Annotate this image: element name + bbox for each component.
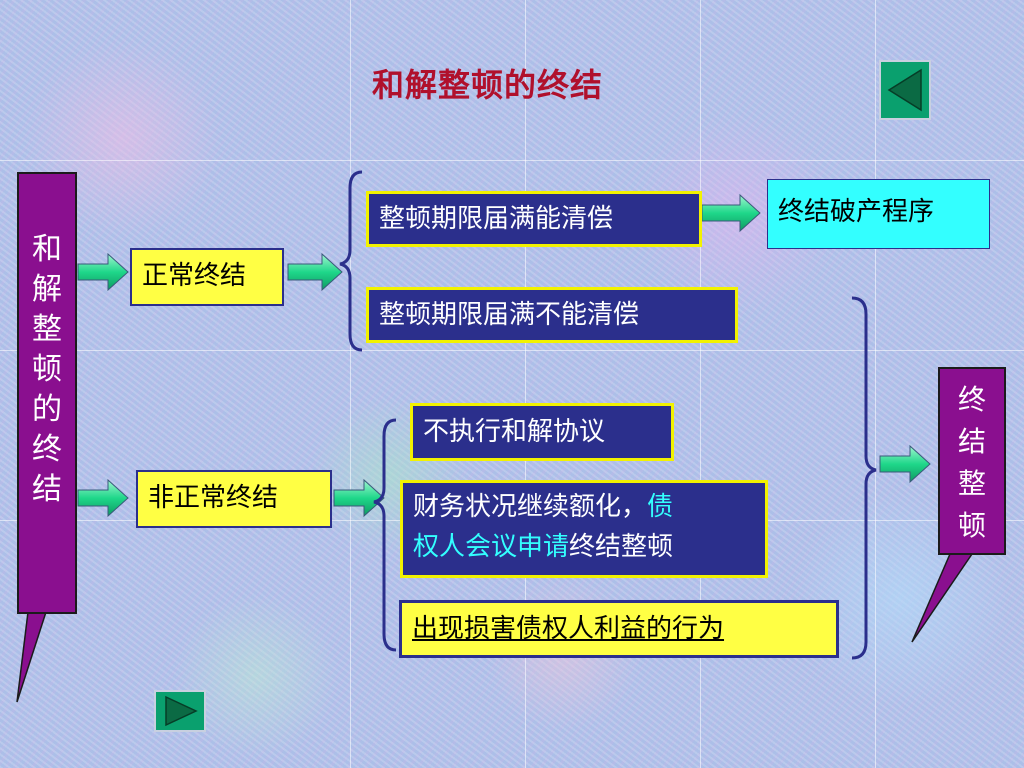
- bg-grid-line: [0, 160, 1024, 161]
- prev-slide-button[interactable]: [879, 60, 931, 120]
- bg-grid-line: [525, 0, 526, 768]
- normal-end-box: 正常终结: [130, 248, 284, 306]
- normal-end-text: 正常终结: [142, 261, 247, 291]
- right-result-text: 终结整顿: [957, 383, 986, 542]
- bg-grid-line: [875, 0, 876, 768]
- case-can-pay-box: 整顿期限届满能清偿: [366, 191, 702, 247]
- case-cannot-pay-box: 整顿期限届满不能清偿: [366, 287, 738, 343]
- case-can-pay-text: 整顿期限届满能清偿: [379, 204, 614, 234]
- arrow-to-end-rectification: [879, 444, 931, 484]
- case-deteriorate-text-4: 终结整顿: [569, 532, 674, 562]
- right-result-label: 终结整顿: [938, 367, 1006, 555]
- bg-grid-line: [700, 0, 701, 768]
- right-callout-tail: [911, 553, 974, 643]
- arrow-to-bankruptcy: [701, 193, 761, 233]
- abnormal-end-text: 非正常终结: [148, 483, 279, 513]
- triangle-right-icon: [165, 695, 198, 727]
- abnormal-end-box: 非正常终结: [136, 470, 332, 528]
- arrow-to-normal-end: [77, 252, 129, 292]
- case-not-execute-text: 不执行和解协议: [423, 417, 606, 447]
- bg-grid-line: [350, 0, 351, 768]
- brace-abnormal-cases: [373, 418, 397, 652]
- end-bankruptcy-text: 终结破产程序: [778, 197, 935, 227]
- case-deteriorate-box: 财务状况继续额化，债权人会议申请终结整顿: [400, 480, 768, 578]
- bg-grid-line: [0, 350, 1024, 351]
- triangle-left-icon: [887, 68, 922, 112]
- case-cannot-pay-text: 整顿期限届满不能清偿: [379, 300, 640, 330]
- case-deteriorate-text-1: 财务状况继续额化，: [413, 492, 648, 522]
- left-topic-text: 和解整顿的终结: [32, 232, 62, 507]
- left-topic-label: 和解整顿的终结: [17, 172, 77, 614]
- brace-normal-cases: [339, 170, 363, 352]
- case-not-execute-box: 不执行和解协议: [410, 403, 674, 461]
- case-deteriorate-text-2: 债: [647, 492, 674, 522]
- arrow-from-abnormal-end: [333, 478, 385, 518]
- next-slide-button[interactable]: [154, 690, 206, 732]
- left-callout-tail: [16, 611, 48, 703]
- end-bankruptcy-box: 终结破产程序: [767, 179, 990, 249]
- case-harm-creditors-text: 出现损害债权人利益的行为: [412, 614, 725, 644]
- case-deteriorate-text-3: 权人会议申请: [413, 532, 570, 562]
- case-harm-creditors-box: 出现损害债权人利益的行为: [399, 600, 839, 658]
- arrow-from-normal-end: [287, 252, 343, 292]
- page-title: 和解整顿的终结: [372, 66, 604, 104]
- brace-right-merge: [851, 296, 877, 660]
- arrow-to-abnormal-end: [77, 478, 129, 518]
